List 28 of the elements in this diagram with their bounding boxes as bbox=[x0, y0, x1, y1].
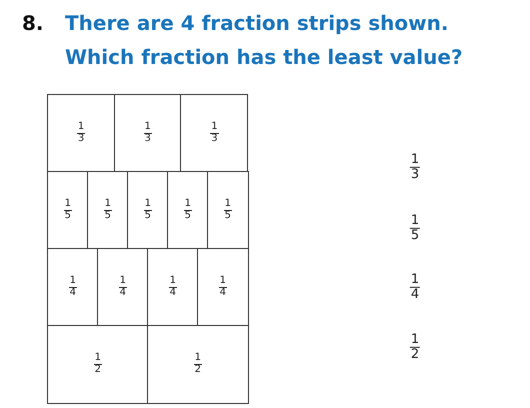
fraction-strip-piece bbox=[207, 171, 248, 250]
fraction-strip-piece bbox=[47, 171, 88, 250]
fraction: 1 4 bbox=[118, 276, 127, 298]
question-number: 8. bbox=[22, 10, 44, 37]
fraction-strip-piece bbox=[147, 248, 198, 326]
fraction: 1 4 bbox=[168, 276, 177, 298]
fraction: 1 5 bbox=[64, 199, 72, 222]
fraction-strip-piece bbox=[197, 248, 248, 326]
fraction-strip-piece bbox=[167, 171, 208, 250]
fraction-strip-piece bbox=[97, 248, 148, 326]
fraction: 1 5 bbox=[410, 214, 420, 242]
fraction: 1 4 bbox=[218, 276, 227, 298]
fraction-strip-piece bbox=[87, 171, 128, 250]
fraction-strip-piece bbox=[47, 248, 98, 326]
fraction-strip-piece bbox=[180, 94, 248, 172]
fraction: 1 5 bbox=[224, 199, 232, 222]
fraction: 1 5 bbox=[144, 199, 152, 222]
fraction-strip-piece bbox=[147, 325, 248, 404]
fraction: 1 4 bbox=[68, 276, 77, 298]
fraction-strip-piece bbox=[47, 94, 116, 172]
fraction: 1 2 bbox=[410, 332, 420, 362]
fraction-strip-piece bbox=[47, 325, 148, 404]
fraction: 1 5 bbox=[104, 199, 112, 222]
question-text: There are 4 fraction strips shown. Which fraction has the least value? bbox=[65, 10, 464, 71]
fraction: 1 3 bbox=[410, 152, 420, 182]
fraction: 1 4 bbox=[410, 272, 420, 302]
fraction-strip-piece bbox=[127, 171, 168, 250]
fraction: 1 5 bbox=[184, 199, 192, 222]
